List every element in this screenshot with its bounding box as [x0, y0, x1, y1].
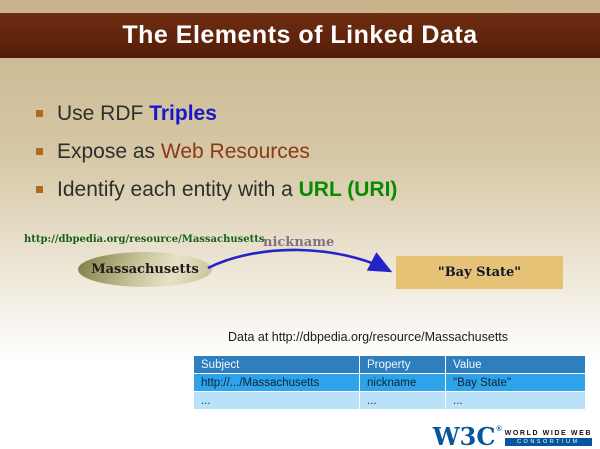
table-row: http://.../Massachusetts nickname "Bay S… — [193, 373, 586, 392]
slide-title: The Elements of Linked Data — [122, 21, 478, 49]
bullet-highlight-triples: Triples — [149, 102, 217, 125]
w3c-logo-line2: Consortium — [504, 438, 592, 446]
triples-table: Subject Property Value http://.../Massac… — [193, 355, 586, 410]
resource-uri-label: http://dbpedia.org/resource/Massachusett… — [24, 234, 265, 245]
bullet-prefix: Use RDF — [57, 102, 150, 125]
value-node-label: "Bay State" — [437, 265, 522, 280]
table-row: ... ... ... — [193, 391, 586, 410]
bullet-item-url-uri: Identify each entity with a URL (URI) — [36, 177, 397, 202]
cell-property: ... — [359, 391, 446, 410]
bullet-square-icon — [36, 148, 43, 155]
cell-subject: ... — [193, 391, 360, 410]
nickname-arrow — [207, 248, 393, 273]
bullet-prefix: Identify each entity with a — [57, 178, 299, 201]
cell-value: "Bay State" — [445, 373, 586, 392]
edge-label-nickname: nickname — [263, 235, 335, 250]
bullet-square-icon — [36, 110, 43, 117]
bullet-item-web-resources: Expose as Web Resources — [36, 139, 397, 164]
subject-node-label: Massachusetts — [91, 262, 199, 277]
column-header-value: Value — [445, 355, 586, 374]
registered-mark-icon: ® — [496, 426, 502, 433]
value-node-box: "Bay State" — [396, 256, 563, 289]
column-header-subject: Subject — [193, 355, 360, 374]
table-header-row: Subject Property Value — [193, 355, 586, 374]
bullet-square-icon — [36, 186, 43, 193]
cell-subject: http://.../Massachusetts — [193, 373, 360, 392]
arrow-curve — [207, 248, 393, 273]
bullet-item-rdf-triples: Use RDF Triples — [36, 101, 397, 126]
data-caption: Data at http://dbpedia.org/resource/Mass… — [228, 330, 509, 344]
bullet-highlight-web-resources: Web Resources — [160, 140, 310, 163]
cell-value: ... — [445, 391, 586, 410]
w3c-logo-line1: World Wide Web — [504, 430, 592, 437]
column-header-property: Property — [359, 355, 446, 374]
title-bar: The Elements of Linked Data — [0, 13, 600, 58]
w3c-logo: W3C ® World Wide Web Consortium — [432, 422, 592, 449]
w3c-logo-mark: W3C — [432, 422, 496, 449]
cell-property: nickname — [359, 373, 446, 392]
subject-node-ellipse: Massachusetts — [78, 252, 212, 287]
bullet-prefix: Expose as — [57, 140, 161, 163]
bullet-list: Use RDF Triples Expose as Web Resources … — [36, 101, 397, 215]
bullet-highlight-url-uri: URL (URI) — [298, 178, 398, 201]
